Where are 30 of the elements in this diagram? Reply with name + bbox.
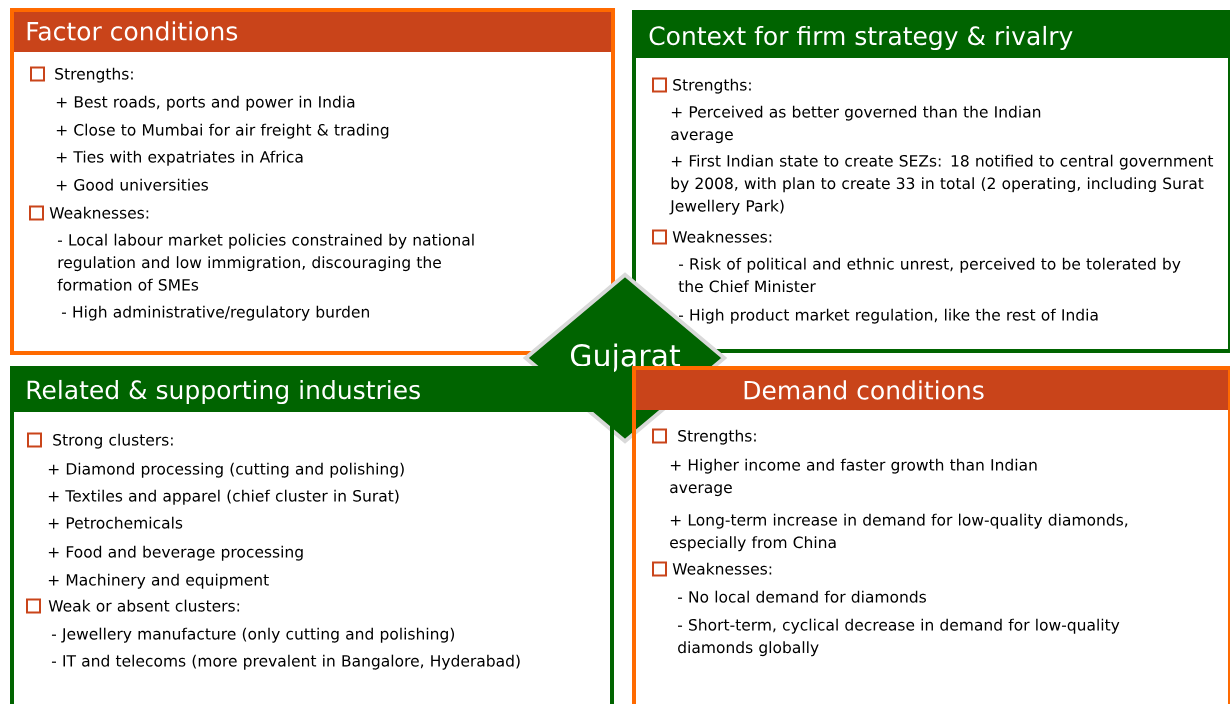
- panel-heading: Factor conditions: [27, 21, 238, 41]
- section-heading: Strengths:: [673, 78, 751, 94]
- bullet-item: + Textiles and apparel (chief cluster in Surat): [48, 489, 399, 505]
- bullet-item: + Good universities: [56, 178, 208, 191]
- panel-heading: Context for firm strategy & rivalry: [649, 25, 1073, 51]
- bullet-item: - IT and telecoms (more prevalent in Bangalore, Hyderabad): [51, 654, 520, 670]
- bullet-item: + Petrochemicals: [48, 516, 183, 529]
- bullet-item: - High administrative/regulatory burden: [61, 305, 369, 321]
- section-heading: Weaknesses:: [672, 562, 772, 575]
- bullet-item: - Local labour market policies constrained by national regulation and low immigration, discouraging the formation of SMEs: [57, 233, 474, 291]
- section-heading: Weaknesses:: [672, 230, 772, 243]
- bullet-item: + Best roads, ports and power in India: [56, 95, 355, 111]
- panel-heading: Related & supporting industries: [27, 379, 420, 405]
- bullet-item: - Jewellery manufacture (only cutting and polishing): [51, 627, 455, 643]
- bullet-item: + Ties with expatriates in Africa: [56, 150, 303, 166]
- bullet-item: + Machinery and equipment: [48, 573, 269, 589]
- section-heading: Strengths:: [55, 67, 133, 83]
- bullet-item: - No local demand for diamonds: [677, 590, 927, 603]
- bullet-item: + Higher income and faster growth than Indian average: [670, 458, 1037, 497]
- panel-heading: Demand conditions: [744, 380, 984, 400]
- section-heading: Weak or absent clusters:: [48, 599, 240, 612]
- bullet-item: + Long-term increase in demand for low-quality diamonds, especially from China: [670, 513, 1128, 552]
- bullet-item: + First Indian state to create SEZs: 18 notified to central government by 2008, with plan to create 33 in total (2 operating, including Surat Jewellery Park): [669, 154, 1214, 215]
- bullet-item: + Diamond processing (cutting and polishing): [48, 462, 404, 478]
- bullet-item: + Perceived as better governed than the Indian average: [671, 105, 1041, 144]
- bullet-item: - Short-term, cyclical decrease in demand for low-quality diamonds globally: [677, 618, 1120, 657]
- bullet-item: + Close to Mumbai for air freight & trading: [56, 123, 389, 139]
- section-heading: Weaknesses:: [49, 206, 149, 219]
- section-heading: Strong clusters:: [53, 433, 173, 449]
- bullet-item: + Food and beverage processing: [48, 545, 303, 561]
